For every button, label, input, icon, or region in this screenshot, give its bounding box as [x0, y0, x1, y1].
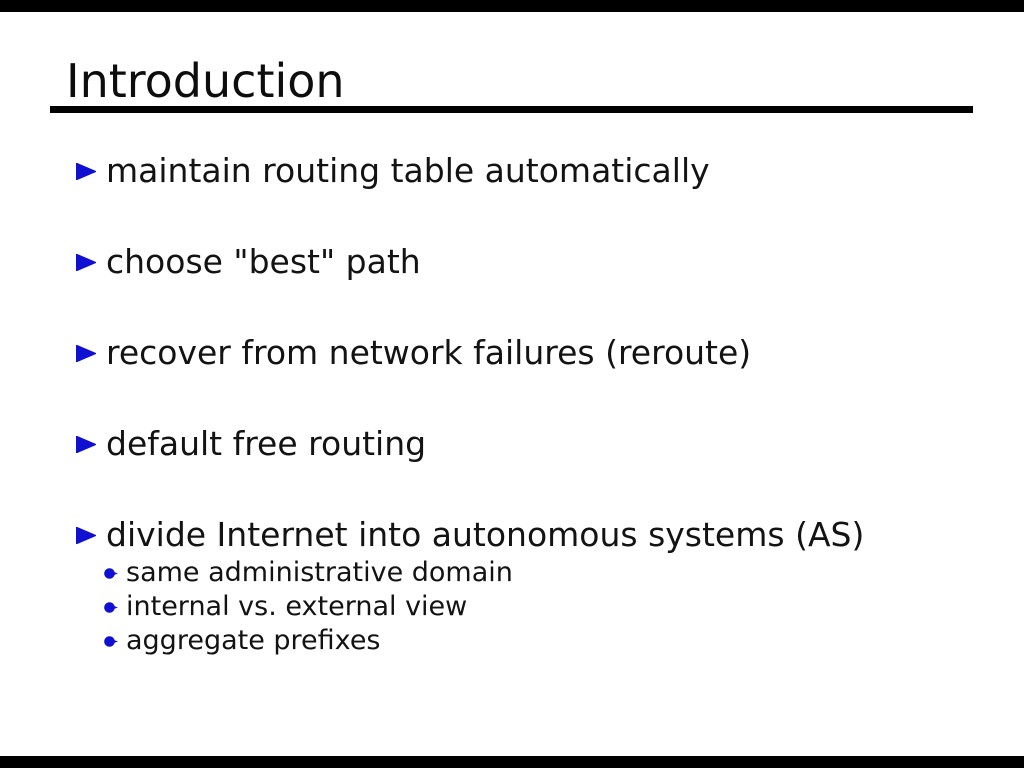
right-triangle-bullet-icon	[76, 344, 96, 362]
right-triangle-bullet-icon	[76, 526, 96, 544]
bullet-item: default free routing	[0, 421, 426, 467]
bullet-item: recover from network failures (reroute)	[0, 330, 751, 376]
top-border-bar	[0, 0, 1024, 12]
sub-bullet-text: aggregate prefixes	[126, 624, 381, 656]
title-underline-rule	[50, 106, 973, 113]
bullet-text: default free routing	[106, 424, 427, 464]
right-triangle-bullet-icon	[76, 253, 96, 271]
bullet-text: recover from network failures (reroute)	[106, 333, 752, 373]
sub-bullet-text: same administrative domain	[126, 556, 513, 588]
sub-bullet-item: internal vs. external view	[0, 590, 467, 624]
ball-dot-bullet-icon	[104, 601, 118, 613]
bullet-text: choose "best" path	[106, 242, 421, 282]
bullet-item: maintain routing table automatically	[0, 148, 710, 194]
bullet-text: divide Internet into autonomous systems …	[106, 515, 865, 555]
slide-title: Introduction	[66, 54, 345, 108]
right-triangle-bullet-icon	[76, 435, 96, 453]
sub-bullet-item: same administrative domain	[0, 556, 513, 590]
bullet-item: choose "best" path	[0, 239, 421, 285]
bottom-border-bar	[0, 756, 1024, 768]
bullet-item: divide Internet into autonomous systems …	[0, 512, 864, 558]
right-triangle-bullet-icon	[76, 162, 96, 180]
ball-dot-bullet-icon	[104, 567, 118, 579]
ball-dot-bullet-icon	[104, 635, 118, 647]
bullet-text: maintain routing table automatically	[106, 151, 710, 191]
sub-bullet-item: aggregate prefixes	[0, 624, 381, 658]
sub-bullet-text: internal vs. external view	[126, 590, 468, 622]
